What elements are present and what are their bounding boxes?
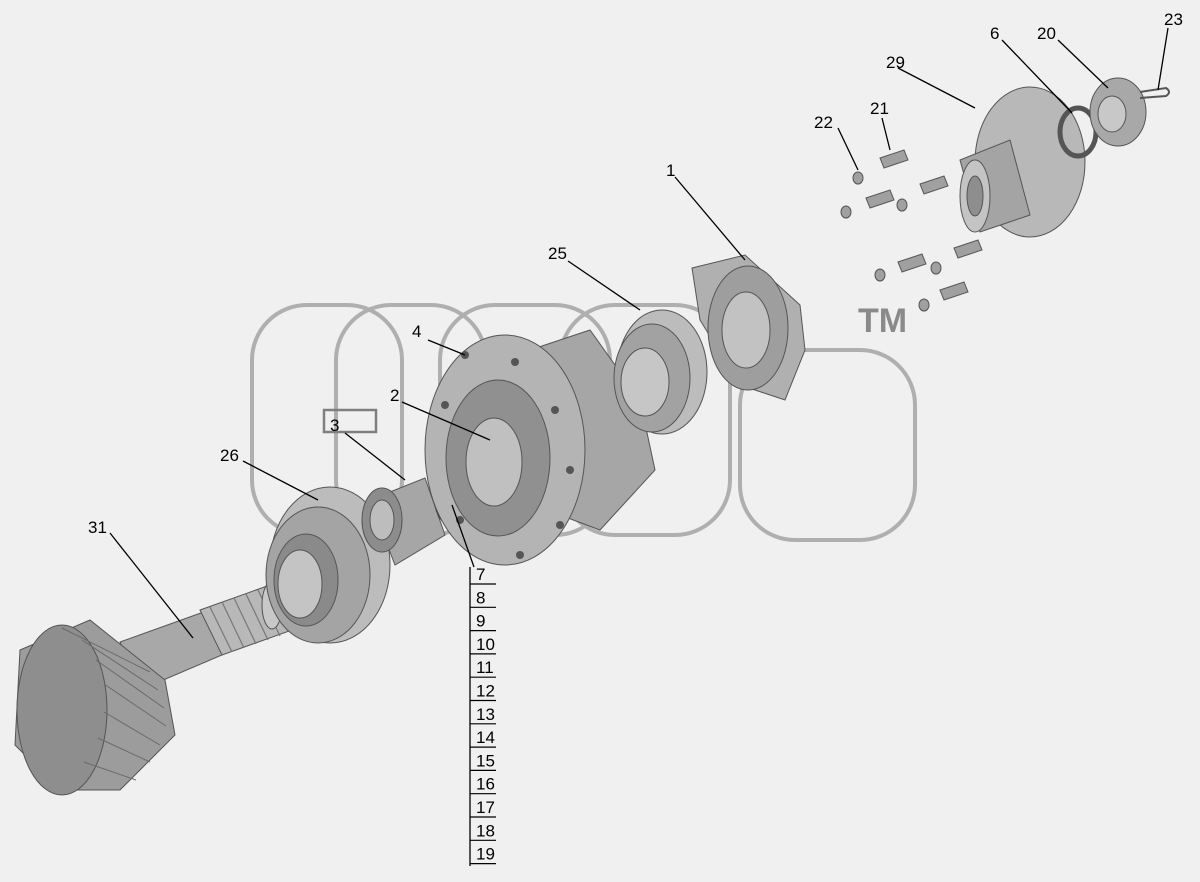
callout-1: 1 <box>666 161 675 180</box>
callout-25: 25 <box>548 244 567 263</box>
part-23-cotter-pin <box>1139 86 1170 99</box>
callout-31: 31 <box>88 518 107 537</box>
callout-23: 23 <box>1164 10 1183 29</box>
watermark-tm: TM <box>858 302 907 340</box>
part-list-item-9: 9 <box>476 612 485 631</box>
part-list-item-19: 19 <box>476 845 495 864</box>
part-31-drive-pinion-shaft <box>14 580 293 796</box>
part-25-ball-bearing <box>613 309 708 435</box>
callout-6: 6 <box>990 24 999 43</box>
part-1-bearing-cover <box>691 254 806 401</box>
part-29-output-flange <box>959 86 1086 238</box>
callout-2: 2 <box>390 386 399 405</box>
part-list-item-10: 10 <box>476 635 495 654</box>
part-list-item-13: 13 <box>476 705 495 724</box>
part-list-item-16: 16 <box>476 775 495 794</box>
callout-20: 20 <box>1037 24 1056 43</box>
part-list-item-8: 8 <box>476 588 485 607</box>
part-list-item-11: 11 <box>476 658 494 677</box>
watermark-inner-box <box>322 408 378 434</box>
part-list-item-17: 17 <box>476 798 495 817</box>
part-list-item-7: 7 <box>476 565 485 584</box>
callout-29: 29 <box>886 53 905 72</box>
part-20-nut <box>1089 77 1147 147</box>
part-26-tapered-roller-bearing <box>265 486 391 644</box>
leader-lines <box>109 27 1169 866</box>
part-4-housing <box>424 329 656 566</box>
part-list-item-15: 15 <box>476 751 495 770</box>
part-list-item-12: 12 <box>476 682 495 701</box>
callout-21: 21 <box>870 99 889 118</box>
callout-26: 26 <box>220 446 239 465</box>
callout-22: 22 <box>814 113 833 132</box>
callout-4: 4 <box>412 322 421 341</box>
callout-3: 3 <box>330 416 339 435</box>
callout-labels: 31 26 3 2 4 25 1 29 6 20 23 21 22 <box>88 10 1183 537</box>
part-3-spacer-sleeve <box>361 477 446 566</box>
part-list-column: 7 8 9 10 11 12 13 14 15 16 17 18 19 <box>470 565 496 865</box>
watermark-letter-r2 <box>738 348 917 542</box>
part-list-item-18: 18 <box>476 821 495 840</box>
bolts-and-washers <box>840 149 983 312</box>
part-list-item-14: 14 <box>476 728 495 747</box>
